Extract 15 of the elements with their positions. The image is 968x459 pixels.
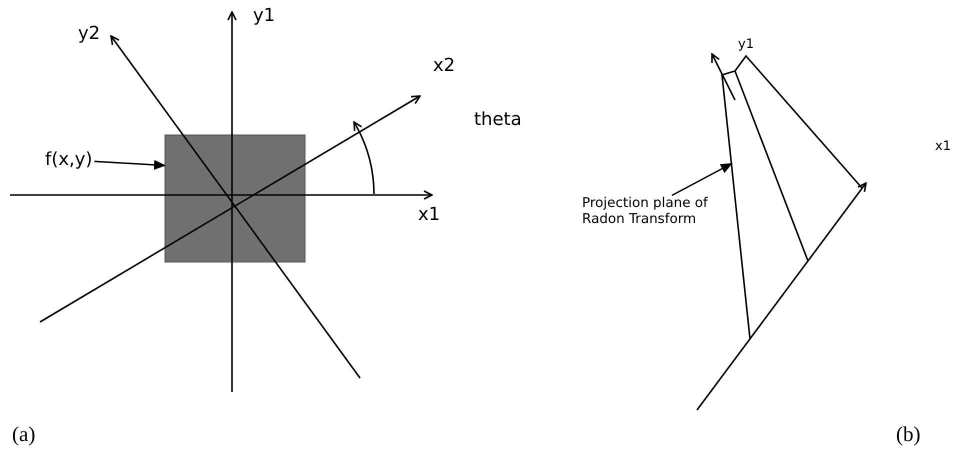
leader-arrow: [94, 160, 166, 170]
image-square: [164, 134, 306, 262]
axis-label: y1: [738, 38, 754, 53]
panel-caption: (b): [896, 422, 920, 446]
callout-text: Projection plane of Radon Transform: [582, 196, 732, 228]
projection-profile: [721, 54, 863, 340]
axis-label: y2: [78, 24, 100, 45]
axis-label: y1: [253, 6, 276, 27]
panel-caption: (a): [12, 422, 36, 446]
callout-text: f(x,y): [45, 150, 92, 171]
leader-arrow: [672, 162, 733, 196]
angle-label: theta: [474, 110, 522, 131]
axis-label: x1: [935, 140, 951, 155]
axis-label: x1: [418, 205, 440, 226]
axis-label: x2: [433, 56, 456, 77]
